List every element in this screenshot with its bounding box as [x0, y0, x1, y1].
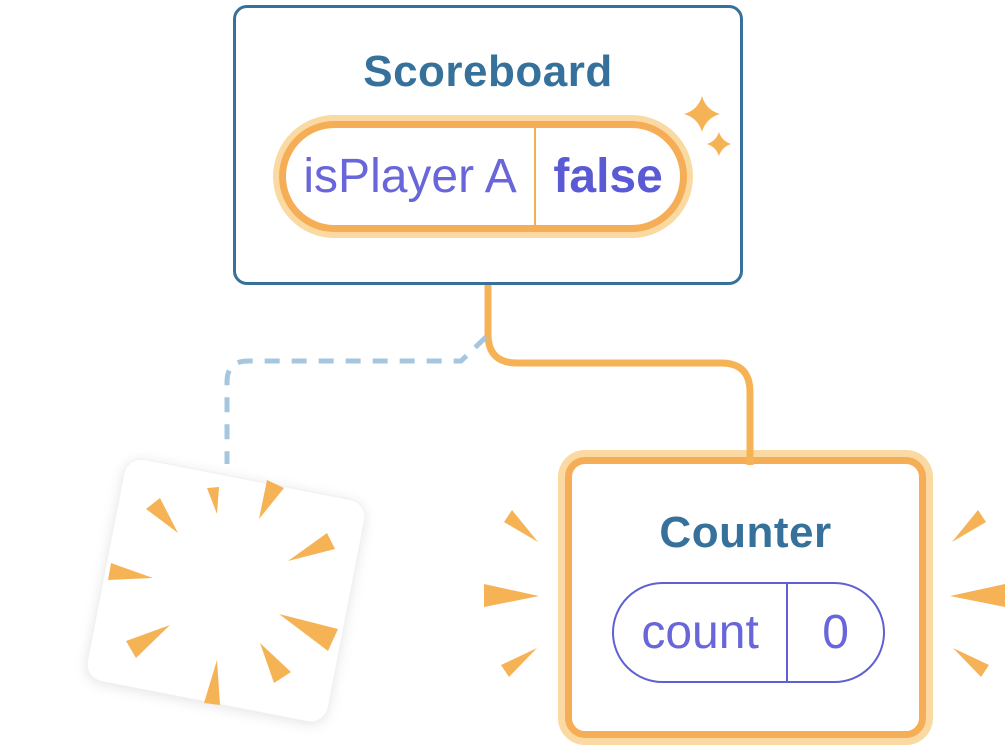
- emphasis-mark: [950, 584, 1005, 607]
- emphasis-mark: [953, 648, 989, 677]
- scoreboard-card: Scoreboard isPlayer A false: [233, 5, 743, 285]
- state-value-label: false: [553, 150, 663, 203]
- counter-title: Counter: [659, 508, 832, 557]
- scoreboard-title: Scoreboard: [363, 47, 613, 96]
- connector-dashed-line: [224, 335, 488, 464]
- connector-solid-line: [484, 283, 754, 462]
- state-name-label: count: [641, 606, 759, 659]
- counter-state-pill: count 0: [612, 582, 885, 683]
- pill-divider: [786, 584, 789, 681]
- state-value-label: 0: [822, 606, 849, 659]
- state-value-cell: 0: [788, 584, 883, 681]
- emphasis-mark: [484, 584, 539, 607]
- state-name-label: isPlayer A: [303, 150, 517, 203]
- destroyed-card: [83, 455, 369, 726]
- emphasis-mark: [501, 648, 537, 677]
- scoreboard-state-pill: isPlayer A false: [279, 121, 687, 232]
- emphasis-mark: [504, 510, 538, 542]
- state-name-cell: isPlayer A: [286, 128, 534, 225]
- state-name-cell: count: [614, 584, 786, 681]
- state-value-cell: false: [536, 128, 680, 225]
- counter-card: Counter count 0: [565, 457, 926, 738]
- emphasis-mark: [952, 510, 986, 542]
- pill-divider: [534, 128, 537, 225]
